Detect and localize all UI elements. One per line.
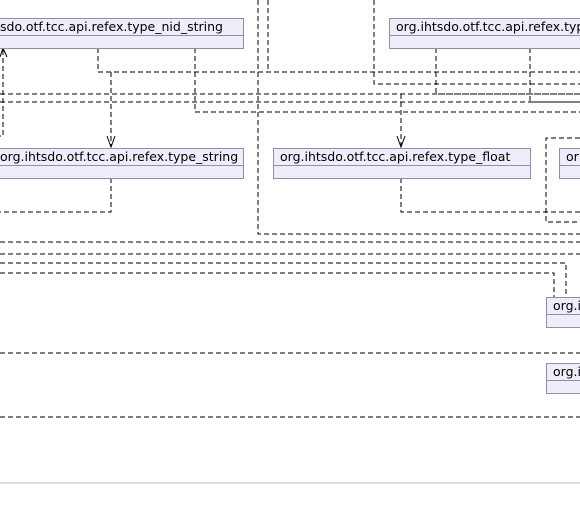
connector-line [373,0,580,85]
class-node-divider [547,380,580,381]
class-node-divider [390,35,580,36]
class-node-label: sdo.otf.tcc.api.refex.type_nid_string [0,19,223,34]
class-node-divider [560,165,580,166]
arrowhead [106,135,116,149]
connector-line [0,272,555,297]
connector-line [435,48,580,95]
class-node-label: org.ihtsdo.otf.tcc.api.refex.type_string [0,149,239,164]
connector-line [529,48,580,103]
connector-line [545,137,580,223]
connector-line [400,178,580,213]
class-node-partial-org-2[interactable]: org.i [546,363,580,394]
connector-line [0,178,112,213]
class-node-label: org.i [553,298,580,313]
arrowhead [396,135,406,149]
connector-line [97,48,580,73]
connector-line [194,48,580,113]
class-node-label: or [566,149,579,164]
connector-line [0,50,4,137]
class-node-divider [547,314,580,315]
class-node-partial-org-1[interactable]: org.i [546,297,580,328]
class-node-divider [274,165,530,166]
class-node-divider [0,35,243,36]
class-node-type-float[interactable]: org.ihtsdo.otf.tcc.api.refex.type_float [273,148,531,179]
class-node-partial-or[interactable]: or [559,148,580,179]
class-node-type-string[interactable]: org.ihtsdo.otf.tcc.api.refex.type_string [0,148,244,179]
class-node-label: org.i [553,364,580,379]
connector-line [0,262,567,297]
class-node-label: org.ihtsdo.otf.tcc.api.refex.type_float [280,149,511,164]
class-node-type-top-right[interactable]: org.ihtsdo.otf.tcc.api.refex.type [389,18,580,49]
class-node-label: org.ihtsdo.otf.tcc.api.refex.type [396,19,580,34]
class-node-divider [0,165,243,166]
connector-line [257,0,580,235]
class-node-type-nid-string[interactable]: sdo.otf.tcc.api.refex.type_nid_string [0,18,244,49]
